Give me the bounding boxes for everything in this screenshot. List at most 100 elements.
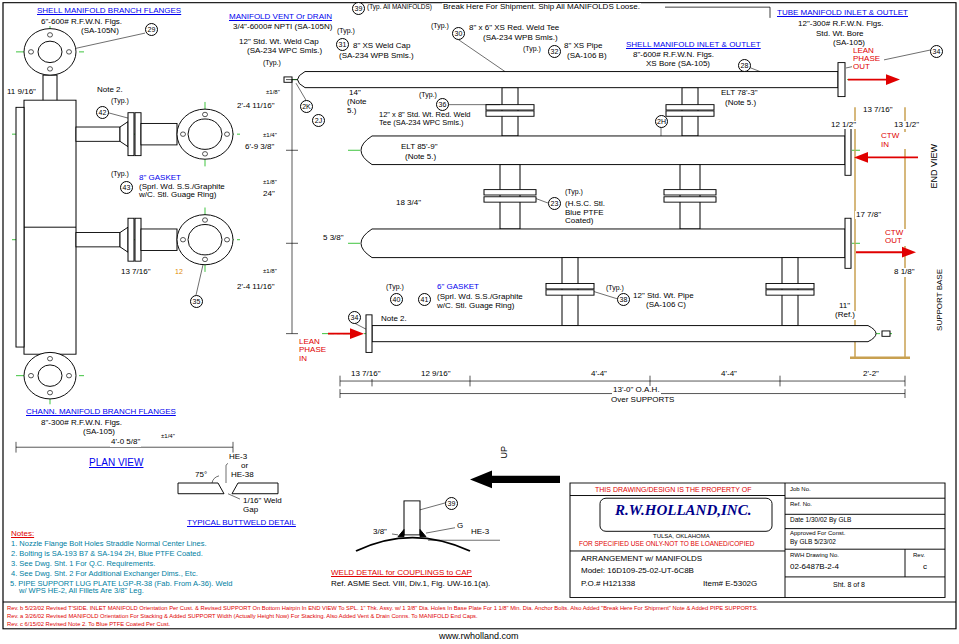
dimension-text: (Ref.) <box>834 311 856 319</box>
channel-manifold <box>766 284 814 289</box>
drawing-title: ARRANGEMENT w/ MANIFOLDS <box>580 555 703 563</box>
plan-view <box>177 109 233 159</box>
bolt-hole <box>48 356 53 360</box>
hairpin-tube <box>664 190 716 195</box>
order-number: P.O.# H121338 <box>580 580 636 588</box>
dimension-text: 13 7/16" <box>350 370 382 378</box>
title-cell: By GLB 5/23/02 <box>789 539 837 546</box>
dimension-text: 17 7/8" <box>855 211 882 219</box>
model-number: Model: 16D109-25-02-UT-6C8B <box>580 567 695 575</box>
flow-label: CTW IN <box>880 132 906 149</box>
dimension-line <box>340 381 905 382</box>
view-label: SUPPORT BASE <box>936 268 944 332</box>
plan-view <box>128 218 134 261</box>
dimension-text: 18 3/4" <box>395 199 422 207</box>
tolerance-text: ±1/4" <box>262 132 278 138</box>
channel-manifold <box>366 258 890 353</box>
channel-manifold <box>882 331 890 336</box>
dimension-text: 5 3/8" <box>322 234 345 242</box>
spec-text: 12"-300# R.F.W.N. Flgs. <box>797 20 885 28</box>
part-heading: SHELL MANIFOLD BRANCH FLANGES <box>36 7 182 15</box>
plan-view <box>24 100 76 354</box>
shell-manifold <box>486 111 534 116</box>
bolt-hole <box>203 218 208 222</box>
leader-line <box>536 199 548 203</box>
view-title: PLAN VIEW <box>88 458 144 469</box>
company-logo: R.W.HOLLAND,INC. <box>614 503 752 519</box>
bolt-hole <box>225 132 230 136</box>
spec-text: XS Bore (SA-105) <box>645 60 711 68</box>
coupling-weld-detail <box>426 528 455 533</box>
spec-text: w/C. Stl. Guage Ring) <box>436 302 515 310</box>
note-ref: Note 2. <box>96 86 124 94</box>
flow-arrow <box>902 247 916 258</box>
callout-number: 38 <box>617 293 630 306</box>
spec-text: 12" Std. Wt. Weld Cap <box>238 38 320 46</box>
usage-note: FOR SPECIFIED USE ONLY-NOT TO BE LOANED/… <box>578 541 756 548</box>
bolt-hole <box>48 33 53 37</box>
bolt-hole <box>29 33 230 395</box>
spec-text: 3/4"-6000# NPTI (SA-105N) <box>232 23 333 31</box>
dimension-text: 24" <box>262 190 276 198</box>
callout-number: 41 <box>418 293 431 306</box>
leader-line <box>458 39 505 71</box>
flow-arrow <box>856 251 904 253</box>
buttweld-detail <box>178 463 278 499</box>
hairpin-tube <box>361 136 845 165</box>
revision-letter: c <box>922 563 928 571</box>
note-text: 1. Nozzle Flange Bolt Holes Straddle Nor… <box>10 540 208 548</box>
coupling-weld-detail <box>398 530 404 537</box>
flow-arrow <box>328 74 918 339</box>
tolerance-text: ±1/4" <box>160 433 176 439</box>
leader-line <box>76 33 145 48</box>
channel-manifold <box>766 290 814 295</box>
hairpin-tube <box>845 125 851 175</box>
bolt-hole <box>203 257 208 261</box>
plan-view <box>24 227 76 228</box>
company-city: TULSA, OKLAHOMA <box>652 533 711 539</box>
spec-text: 8" XS Weld Cap <box>352 42 411 50</box>
revision-note: Rev. c 6/15/02 Revised Note 2. To Blue P… <box>6 621 171 627</box>
title-block <box>785 528 945 529</box>
dimension-line <box>16 447 233 448</box>
flow-arrow <box>854 152 868 163</box>
dimension-text: 4'-4" <box>590 370 608 378</box>
bolt-hole <box>225 237 230 241</box>
dimension-text: Over SUPPORTS <box>610 396 675 404</box>
callout-number: 39 <box>445 497 458 510</box>
dimension-line <box>286 80 298 334</box>
coupling-weld-detail <box>392 533 398 535</box>
plan-view <box>188 225 222 255</box>
spec-text: (SA-234 WPB Smls.) <box>338 52 415 60</box>
typical-note: (Typ.) <box>110 170 130 177</box>
plan-view <box>177 215 233 265</box>
typical-note: (Typ.) <box>564 188 584 195</box>
dimension-text: 12 9/16" <box>420 370 452 378</box>
plan-view <box>38 41 62 62</box>
bolt-hole <box>181 132 186 136</box>
coupling-weld-detail <box>420 530 426 537</box>
shell-manifold <box>486 105 534 110</box>
title-cell: RWH Drawing No. <box>789 552 840 558</box>
spec-text: 8"-300# R.F.W.N. Flgs. <box>40 419 123 427</box>
title-cell: Job No. <box>789 486 812 492</box>
shell-manifold <box>298 72 839 88</box>
spec-text: 6"-600# R.F.W.N. Flgs. <box>40 18 123 26</box>
typical-note: (Typ.) <box>430 22 450 29</box>
dimension-text: 6'-9 3/8" <box>244 143 275 151</box>
gap-text: 1/16" Weld <box>242 497 283 505</box>
leader-line <box>594 292 617 299</box>
channel-manifold <box>366 315 372 353</box>
support-outline <box>850 356 910 359</box>
dimension-text: 4'-4" <box>720 370 738 378</box>
frame <box>3 3 956 629</box>
tolerance-text: ±1/8" <box>265 89 281 95</box>
title-block <box>905 549 906 577</box>
hairpin-tube <box>845 218 851 268</box>
dimension-line <box>16 80 905 453</box>
title-block <box>785 498 945 499</box>
callout-number: 23 <box>548 197 561 210</box>
buttweld-detail <box>228 494 240 499</box>
shell-manifold <box>284 63 845 136</box>
